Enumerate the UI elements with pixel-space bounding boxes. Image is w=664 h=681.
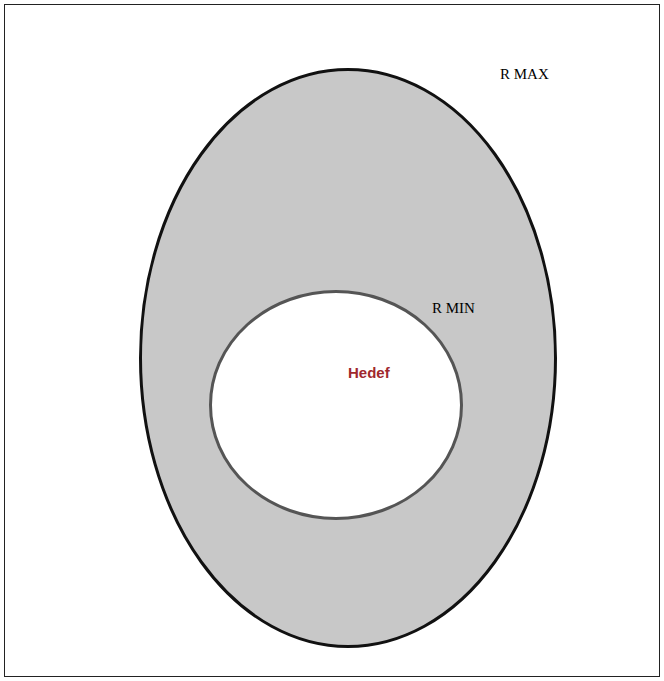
- range-label: R MAX: [500, 66, 549, 83]
- rmin-circle-outline: [209, 290, 463, 520]
- target-label: Hedef: [348, 364, 390, 381]
- rmin-circle-shape: [211, 292, 462, 519]
- rmax-ellipse-shape: [141, 70, 556, 647]
- rmin-circle: R MIN: [209, 290, 463, 520]
- range-label: R MIN: [432, 300, 475, 317]
- frame-border: [5, 5, 660, 677]
- rmax-ellipse: R MAX R MIN: [139, 68, 557, 648]
